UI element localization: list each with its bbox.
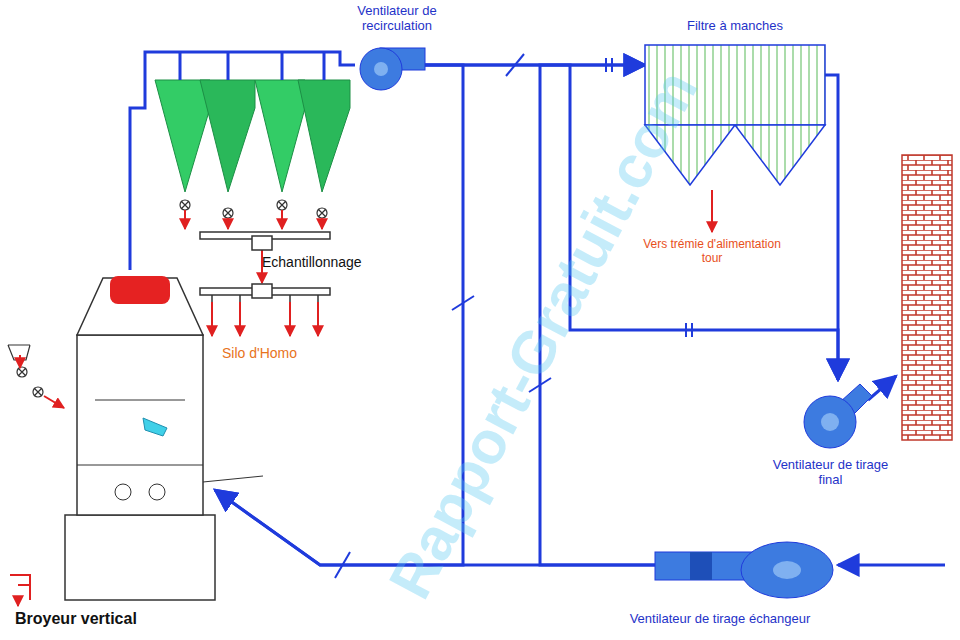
inlet-duct <box>838 564 945 567</box>
node-outline <box>645 45 825 185</box>
node-outline <box>65 270 215 600</box>
equipment-label: Filtre à manches <box>645 19 825 34</box>
gas-duct <box>215 490 655 565</box>
destination-note: Vers trémie d'alimentation tour <box>632 238 792 266</box>
fan-symbol: Ventilateur de tirage échangeur <box>655 540 835 600</box>
gas-duct <box>215 65 463 565</box>
feed-arrows <box>185 190 712 336</box>
node-outline <box>355 42 425 92</box>
gas-duct <box>825 75 838 380</box>
equipment-label: Ventilateur de recirculation <box>337 4 457 34</box>
equipment-label: Ventilateur de tirage final <box>768 458 893 488</box>
cyclone-manifold <box>180 52 324 80</box>
bag-filter: Filtre à manches <box>645 45 825 185</box>
node-outline <box>790 380 875 450</box>
gas-duct <box>130 52 355 270</box>
destination-note: Silo d'Homo <box>222 345 362 361</box>
vertical-mill: Broyeur vertical <box>65 270 215 600</box>
cyclone-group <box>155 80 350 192</box>
node-outline <box>655 540 835 600</box>
equipment-label: Ventilateur de tirage échangeur <box>555 612 885 627</box>
rotary-valves <box>180 200 327 218</box>
fan-symbol: Ventilateur de recirculation <box>355 42 425 92</box>
gas-duct <box>540 65 655 565</box>
process-note: Echantillonnage <box>262 254 422 270</box>
fan-symbol: Ventilateur de tirage final <box>790 380 875 450</box>
mill-feed <box>8 345 64 606</box>
damper-marks <box>335 54 692 578</box>
chimney-stack <box>902 155 952 440</box>
equipment-label: Broyeur vertical <box>15 610 235 628</box>
